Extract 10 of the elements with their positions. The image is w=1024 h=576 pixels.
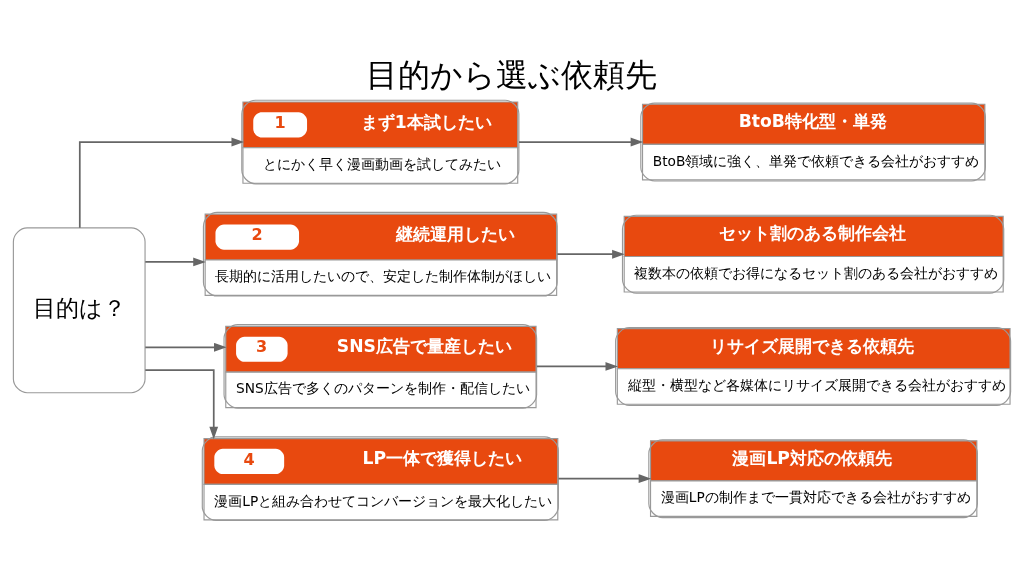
arrow [78,137,245,229]
arrow [144,342,227,352]
arrow [518,137,644,147]
arrow [557,474,652,484]
node-box: 目的は？ [12,227,146,394]
arrow [536,362,619,371]
arrow [144,257,206,267]
arrow [144,369,219,440]
diagram-title: 目的から選ぶ依頼先 [366,55,658,94]
arrow [556,249,625,259]
